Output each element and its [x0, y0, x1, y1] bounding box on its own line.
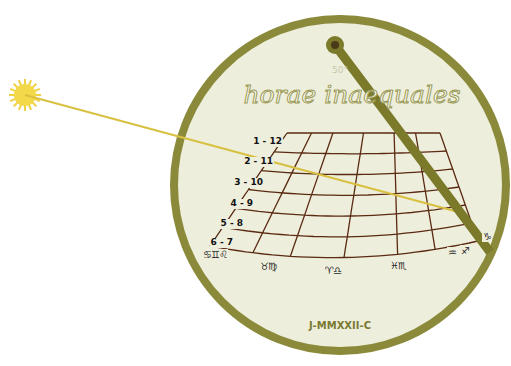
maker-mark: J-MMXXII-C: [309, 320, 371, 331]
zodiac-signs: ♋♊♌: [202, 249, 228, 260]
zodiac-signs: ♑: [482, 231, 492, 242]
hour-label: 1 - 12: [252, 137, 283, 147]
zodiac-signs: ♉♍: [259, 261, 277, 272]
hour-label: 3 - 10: [233, 178, 264, 188]
zodiac-signs: ♒: [447, 247, 457, 258]
pivot-center: [331, 41, 339, 49]
dial-plate: [174, 19, 506, 351]
pivot: [326, 36, 344, 54]
zodiac-signs: ♐: [460, 245, 470, 256]
hour-label: 6 - 7: [210, 238, 235, 248]
sun-ray: [25, 95, 462, 213]
hour-grid: [210, 133, 478, 258]
zodiac-signs: ♈♎: [324, 265, 342, 276]
latitude-label: 50°: [332, 66, 348, 76]
gnomon-rod: [335, 45, 490, 252]
hour-label: 2 - 11: [243, 157, 274, 167]
zodiac-signs: ♓♏: [389, 260, 407, 271]
hour-label: 5 - 8: [220, 219, 245, 229]
hour-label: 4 - 9: [230, 199, 255, 209]
dial-title: horae inaequales: [243, 81, 460, 109]
